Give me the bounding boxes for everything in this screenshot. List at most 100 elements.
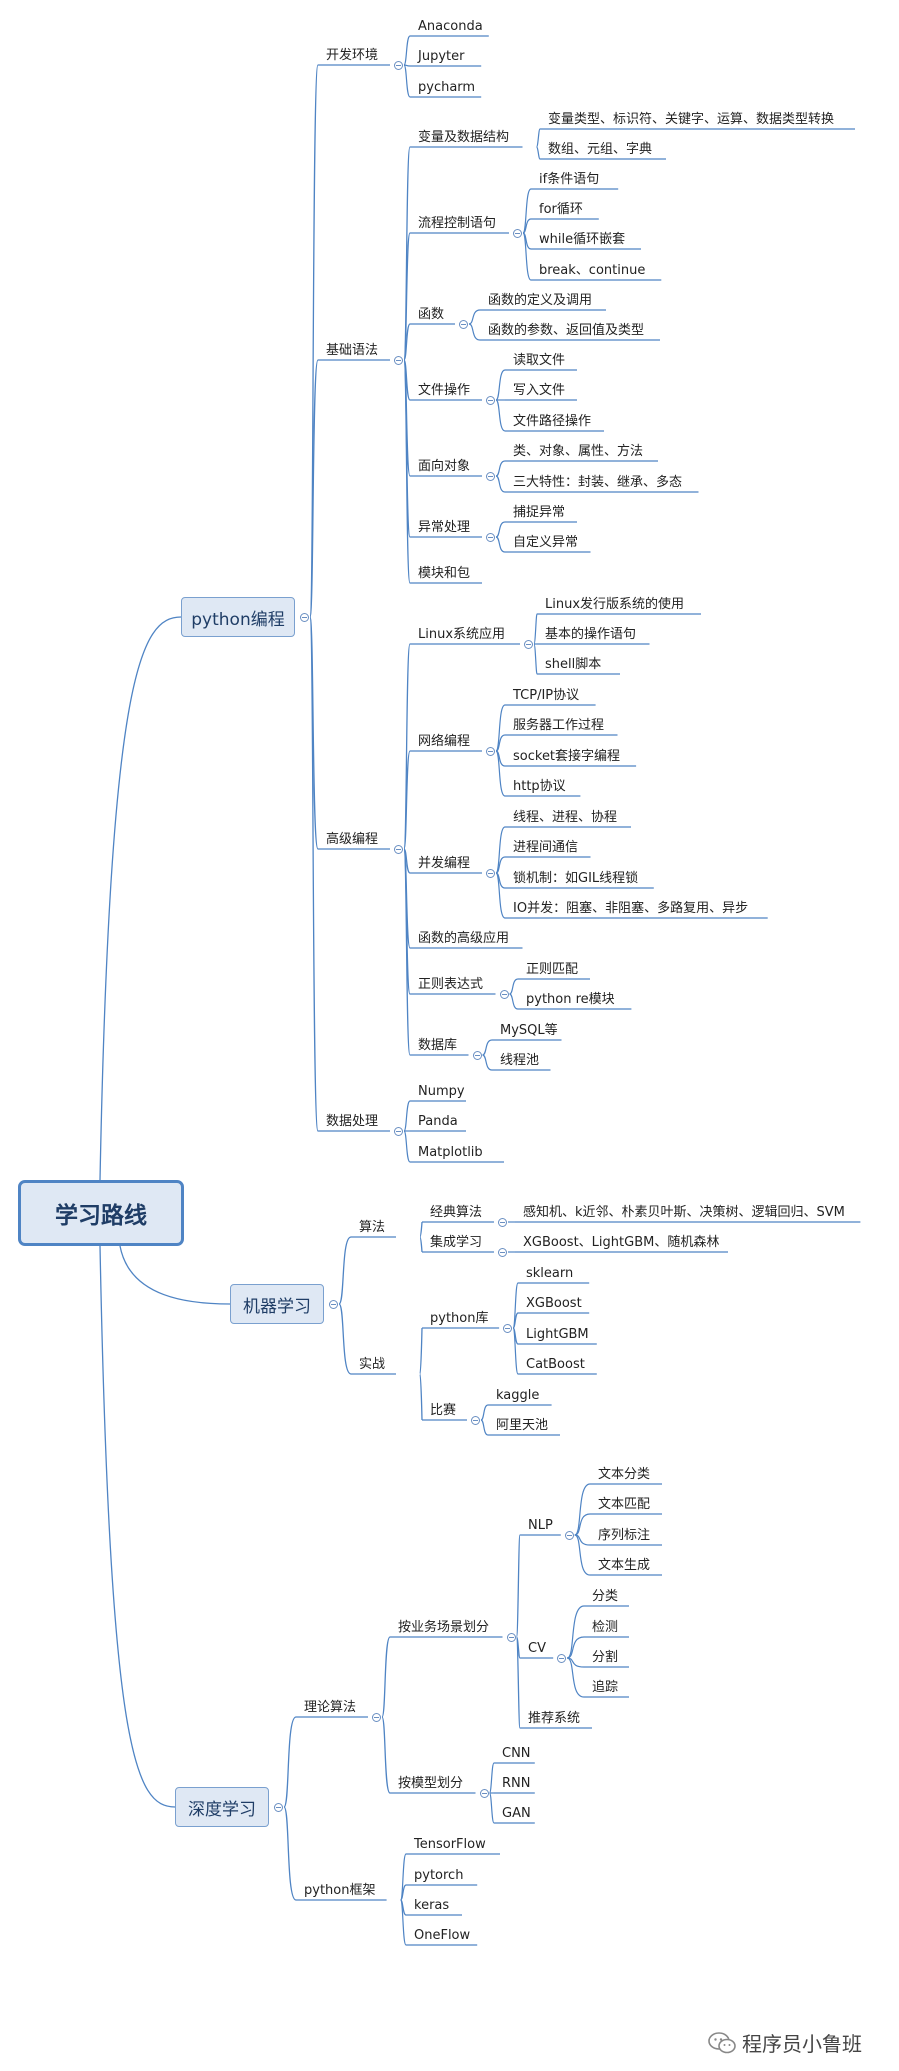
collapse-toggle-icon[interactable] [479,1789,489,1798]
python-advanced-net-items-item[interactable]: http协议 [513,779,566,794]
dl-theory-scene-cv-items-item[interactable]: 检测 [592,1620,619,1635]
python-basic-exc-items-item[interactable]: 捕捉异常 [513,505,566,520]
python-advanced-conc-node[interactable]: 并发编程 [418,856,471,871]
ml-practice-pylib-items-item[interactable]: LightGBM [526,1327,589,1342]
dl-theory-scene-cv-items-item[interactable]: 分类 [592,1589,619,1604]
python-advanced-net-items-item[interactable]: TCP/IP协议 [513,688,580,703]
collapse-toggle-icon[interactable] [394,61,403,70]
collapse-toggle-icon[interactable] [274,1803,283,1812]
root-node[interactable]: 学习路线 [18,1180,184,1246]
collapse-toggle-icon[interactable] [394,356,403,365]
python-basic-exc-items-item[interactable]: 自定义异常 [513,535,579,550]
dl-frameworks-items-item[interactable]: pytorch [414,1868,464,1883]
collapse-toggle-icon[interactable] [486,396,495,405]
dl-box[interactable]: 深度学习 [175,1787,269,1827]
dl-theory-model-items-item[interactable]: RNN [502,1776,531,1791]
python-basic-flow-items-item[interactable]: for循环 [539,202,583,217]
python-advanced-db-items-item[interactable]: 线程池 [500,1053,540,1068]
collapse-toggle-icon[interactable] [498,1218,507,1227]
python-basic-oop-node[interactable]: 面向对象 [418,459,471,474]
python-basic-file-items-item[interactable]: 写入文件 [513,383,566,398]
ml-practice-pylib-items-item[interactable]: XGBoost [526,1296,582,1311]
python-advanced-regex-items-item[interactable]: python re模块 [526,992,615,1007]
collapse-toggle-icon[interactable] [486,472,495,481]
ml-algo-node[interactable]: 算法 [359,1220,386,1235]
python-basic-exc-node[interactable]: 异常处理 [418,520,471,535]
collapse-toggle-icon[interactable] [394,845,403,854]
python-dev-env-node[interactable]: 开发环境 [326,48,379,63]
collapse-toggle-icon[interactable] [557,1654,567,1663]
collapse-toggle-icon[interactable] [329,1300,338,1309]
dl-frameworks-items-item[interactable]: OneFlow [414,1928,471,1943]
ml-practice-comp-node[interactable]: 比赛 [430,1403,457,1418]
dl-theory-scene-nlp-items-item[interactable]: 文本分类 [598,1467,651,1482]
ml-practice-comp-items-item[interactable]: kaggle [496,1388,540,1403]
python-advanced-regex-items-item[interactable]: 正则匹配 [526,962,579,977]
python-advanced-linux-items-item[interactable]: shell脚本 [545,657,602,672]
python-advanced-conc-items-item[interactable]: IO并发：阻塞、非阻塞、多路复用、异步 [513,901,749,916]
python-data-items-item[interactable]: Numpy [418,1084,465,1099]
python-dev-env-items-item[interactable]: pycharm [418,80,476,95]
python-advanced-regex-node[interactable]: 正则表达式 [418,977,484,992]
python-basic-func-node[interactable]: 函数 [418,307,445,322]
python-basic-flow-items-item[interactable]: while循环嵌套 [539,232,626,247]
python-advanced-db-node[interactable]: 数据库 [418,1038,458,1053]
dl-theory-model-node[interactable]: 按模型划分 [398,1776,464,1791]
python-basic-var-items-item[interactable]: 数组、元组、字典 [548,142,653,157]
dl-theory-scene-rec-node[interactable]: 推荐系统 [528,1711,581,1726]
python-basic-func-items-item[interactable]: 函数的参数、返回值及类型 [488,323,645,338]
dl-theory-scene-cv-items-item[interactable]: 追踪 [592,1680,619,1695]
dl-theory-model-items-item[interactable]: GAN [502,1806,531,1821]
python-basic-node[interactable]: 基础语法 [326,343,379,358]
ml-algo-ensemble-node[interactable]: 集成学习 [430,1235,483,1250]
collapse-toggle-icon[interactable] [486,747,495,756]
dl-theory-scene-nlp-items-item[interactable]: 文本匹配 [598,1497,651,1512]
collapse-toggle-icon[interactable] [486,869,495,878]
python-advanced-net-items-item[interactable]: socket套接字编程 [513,749,621,764]
ml-practice-pylib-items-item[interactable]: sklearn [526,1266,574,1281]
python-advanced-node[interactable]: 高级编程 [326,832,379,847]
python-box[interactable]: python编程 [181,597,295,637]
python-basic-file-items-item[interactable]: 文件路径操作 [513,414,592,429]
dl-theory-scene-nlp-items-item[interactable]: 文本生成 [598,1558,651,1573]
ml-practice-comp-items-item[interactable]: 阿里天池 [496,1418,549,1433]
python-basic-module-node[interactable]: 模块和包 [418,566,471,581]
collapse-toggle-icon[interactable] [564,1531,574,1540]
ml-algo-classic-items-item[interactable]: 感知机、k近邻、朴素贝叶斯、决策树、逻辑回归、SVM [523,1205,845,1220]
python-advanced-conc-items-item[interactable]: 线程、进程、协程 [513,810,618,825]
python-advanced-linux-items-item[interactable]: Linux发行版系统的使用 [545,597,685,612]
python-basic-oop-items-item[interactable]: 类、对象、属性、方法 [513,444,644,459]
dl-theory-model-items-item[interactable]: CNN [502,1746,531,1761]
python-basic-flow-node[interactable]: 流程控制语句 [418,216,497,231]
ml-practice-node[interactable]: 实战 [359,1357,386,1372]
collapse-toggle-icon[interactable] [503,1324,513,1333]
collapse-toggle-icon[interactable] [506,1633,516,1642]
python-advanced-conc-items-item[interactable]: 进程间通信 [513,840,579,855]
collapse-toggle-icon[interactable] [459,320,468,329]
collapse-toggle-icon[interactable] [394,1127,403,1136]
python-advanced-linux-items-item[interactable]: 基本的操作语句 [545,627,637,642]
dl-theory-scene-node[interactable]: 按业务场景划分 [398,1620,490,1635]
ml-box[interactable]: 机器学习 [230,1284,324,1324]
dl-frameworks-items-item[interactable]: keras [414,1898,450,1913]
python-advanced-net-items-item[interactable]: 服务器工作过程 [513,718,605,733]
dl-frameworks-node[interactable]: python框架 [304,1883,376,1898]
python-advanced-func-adv-node[interactable]: 函数的高级应用 [418,931,510,946]
collapse-toggle-icon[interactable] [524,640,533,649]
collapse-toggle-icon[interactable] [300,613,309,622]
python-basic-file-items-item[interactable]: 读取文件 [513,353,566,368]
collapse-toggle-icon[interactable] [513,229,522,238]
dl-theory-scene-nlp-items-item[interactable]: 序列标注 [598,1528,651,1543]
python-basic-func-items-item[interactable]: 函数的定义及调用 [488,293,593,308]
python-data-items-item[interactable]: Panda [418,1114,458,1129]
ml-algo-ensemble-items-item[interactable]: XGBoost、LightGBM、随机森林 [523,1235,720,1250]
python-dev-env-items-item[interactable]: Anaconda [418,19,483,34]
python-advanced-conc-items-item[interactable]: 锁机制：如GIL线程锁 [513,871,639,886]
dl-theory-scene-nlp-node[interactable]: NLP [528,1518,553,1533]
python-basic-oop-items-item[interactable]: 三大特性：封装、继承、多态 [513,475,683,490]
python-data-node[interactable]: 数据处理 [326,1114,379,1129]
python-advanced-net-node[interactable]: 网络编程 [418,734,471,749]
collapse-toggle-icon[interactable] [472,1051,482,1060]
dl-theory-node[interactable]: 理论算法 [304,1700,357,1715]
collapse-toggle-icon[interactable] [499,990,509,999]
